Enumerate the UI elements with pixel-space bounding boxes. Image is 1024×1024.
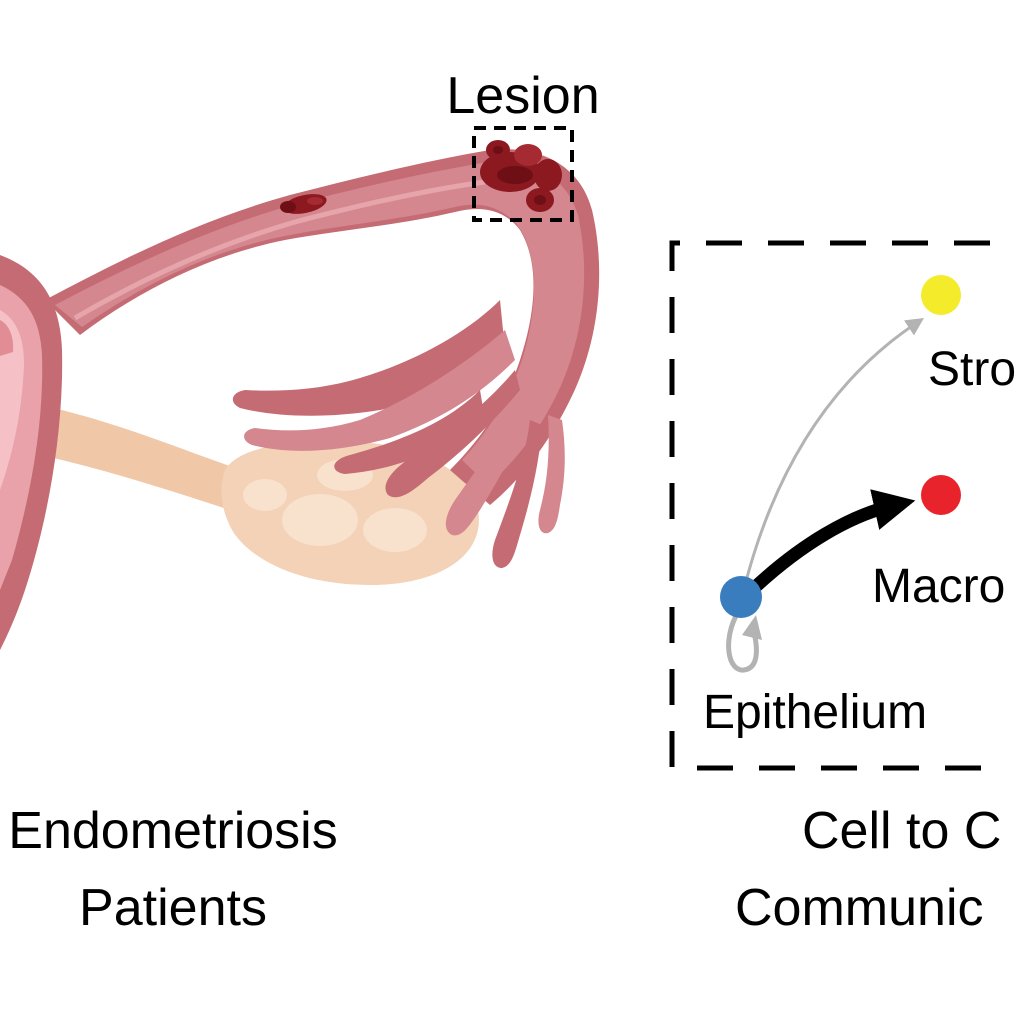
- node-stroma-label: Stro: [928, 343, 1016, 396]
- node-epithelium-label: Epithelium: [703, 686, 927, 739]
- edge-epithelium-self: [726, 610, 759, 673]
- uterus: [0, 255, 63, 650]
- node-epithelium: [720, 576, 762, 618]
- right-caption-line1: Cell to C: [802, 802, 1001, 860]
- self-loop-arrowhead: [742, 615, 762, 640]
- ovarian-ligament: [40, 405, 245, 515]
- node-macrophage: [921, 475, 961, 515]
- left-caption-line2: Patients: [79, 879, 267, 937]
- lesion-highlight-box: [472, 126, 574, 222]
- left-caption-line1: Endometriosis: [8, 802, 337, 860]
- panel-frame: [669, 240, 990, 771]
- right-caption-line2: Communic: [735, 879, 984, 937]
- communication-panel: Stro Macro Epithelium: [669, 240, 1016, 771]
- fallopian-tube: [45, 149, 600, 568]
- small-lesion: [280, 194, 327, 214]
- edge-epithelium-macrophage: [747, 489, 916, 595]
- edge-epithelium-stroma: [743, 318, 925, 586]
- node-macro-label: Macro: [872, 560, 1005, 613]
- lesion-cluster: [480, 140, 562, 212]
- reproductive-illustration: Lesion: [0, 67, 600, 650]
- lesion-label: Lesion: [446, 67, 599, 125]
- node-stroma: [921, 275, 961, 315]
